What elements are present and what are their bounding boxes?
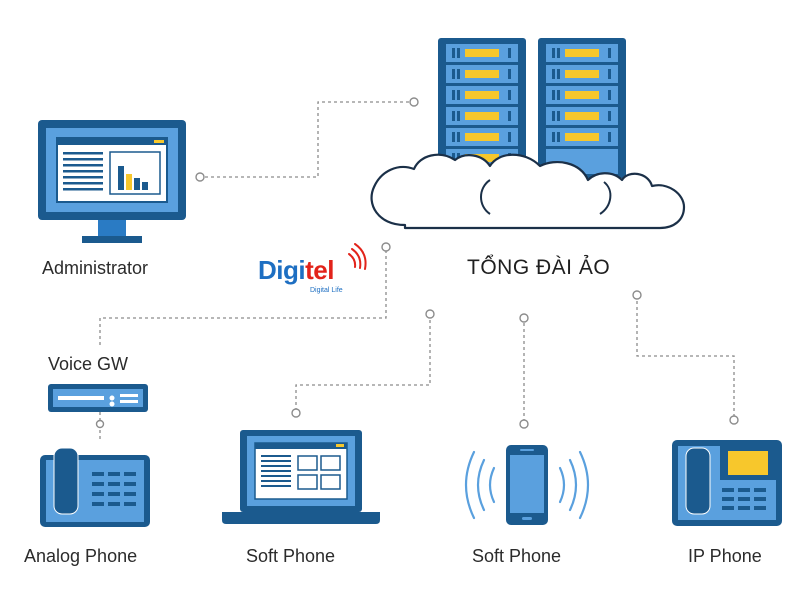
endpoint-dot xyxy=(729,415,739,425)
diagram-title: TỔNG ĐÀI ẢO xyxy=(467,256,611,279)
label-soft-phone-mobile: Soft Phone xyxy=(472,546,562,566)
logo-brand-part2: tel xyxy=(305,255,334,285)
endpoint-dot xyxy=(409,97,419,107)
endpoint-dot xyxy=(519,419,529,429)
endpoint-dot xyxy=(95,419,105,429)
label-ip-phone: IP Phone xyxy=(688,546,762,566)
laptop-icon xyxy=(222,430,380,524)
monitor-icon xyxy=(38,120,186,243)
endpoint-dot xyxy=(381,242,391,252)
label-soft-phone-pc: Soft Phone xyxy=(246,546,336,566)
label-voice-gw: Voice GW xyxy=(48,354,129,374)
connectors xyxy=(99,101,735,440)
endpoint-dot xyxy=(519,313,529,323)
logo-wordmark: Digitel xyxy=(258,255,334,286)
signal-waves-icon xyxy=(464,450,590,520)
label-analog-phone: Analog Phone xyxy=(24,546,138,566)
connector-admin-cloud xyxy=(205,101,413,178)
voice-gateway-icon xyxy=(48,384,148,412)
server-cloud-icon xyxy=(370,38,686,230)
connector-ipphone-cloud xyxy=(636,295,735,418)
endpoint-dot xyxy=(195,172,205,182)
logo-brand-part1: Digi xyxy=(258,255,306,285)
analog-phone-icon xyxy=(40,447,150,527)
logo-tagline: Digital Life xyxy=(310,287,343,294)
endpoint-dot xyxy=(632,290,642,300)
endpoint-dot xyxy=(425,309,435,319)
endpoint-dot xyxy=(291,408,301,418)
logo-signal-icon xyxy=(348,243,367,270)
ip-phone-icon xyxy=(672,440,782,526)
smartphone-icon xyxy=(464,445,590,525)
connector-softphone-pc-cloud xyxy=(295,316,431,411)
connector-endpoints xyxy=(95,97,739,429)
label-administrator: Administrator xyxy=(42,258,149,278)
digitel-logo: Digitel Digital Life xyxy=(258,255,378,305)
connector-voicegw-cloud xyxy=(99,247,387,345)
